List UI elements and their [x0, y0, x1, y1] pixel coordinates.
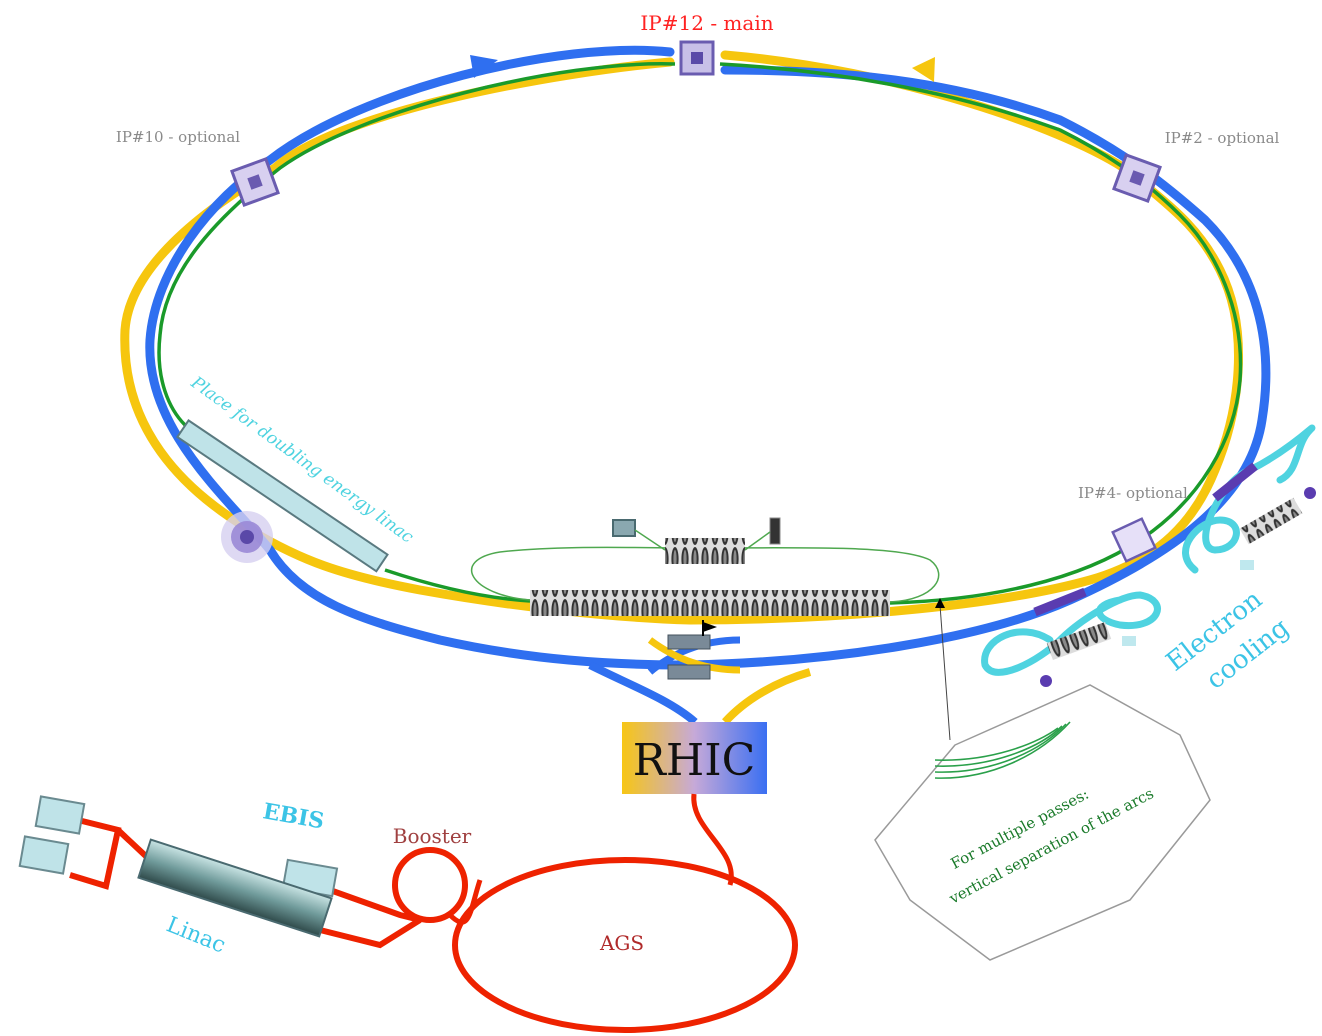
cooler-loop-lower: [981, 591, 1161, 676]
ip4-label: IP#4- optional: [1078, 484, 1188, 502]
ip10-box: [230, 157, 280, 207]
booster-to-ags-line: [448, 879, 483, 925]
booster-label: Booster: [393, 824, 472, 848]
ags-label: AGS: [599, 931, 644, 955]
source-block-bottom: [18, 835, 70, 875]
erl-loop: [470, 517, 951, 741]
arc-separation-icon: [934, 721, 1071, 779]
ip2-label: IP#2 - optional: [1165, 129, 1280, 147]
ip12-label: IP#12 - main: [640, 11, 773, 35]
linac-to-booster-line: [319, 917, 422, 949]
ip10-label: IP#10 - optional: [116, 128, 240, 146]
injector-coils: [665, 538, 745, 564]
blue-injection-line: [588, 661, 698, 726]
main-linac-coils: [530, 590, 890, 616]
ring-crossing-yellow: [647, 637, 741, 674]
yellow-injection-line: [722, 668, 812, 725]
injector-gun-icon: [612, 519, 636, 537]
electron-cooling: [981, 424, 1316, 687]
cooler-section-upper: [1212, 462, 1258, 502]
source-block-top: [34, 795, 86, 835]
ebis-to-booster-line: [328, 887, 421, 923]
cooler-section-lower: [1033, 587, 1087, 617]
cooler-gun-upper: [1239, 497, 1303, 545]
yellow-arrow-icon: [912, 57, 935, 82]
injector-complex: [18, 793, 798, 1033]
booster-ring: [392, 847, 468, 923]
ip6-crossing-icon: [221, 511, 273, 563]
cooler-gun-lower: [1046, 621, 1112, 661]
cooler-dump-icon-2: [1240, 560, 1254, 570]
ags-ring: [452, 857, 798, 1033]
ip2-box: [1112, 153, 1162, 203]
linac-label: Linac: [163, 912, 229, 958]
cooler-loop-upper: [1182, 424, 1316, 574]
source-lines: [69, 815, 153, 890]
injector-dump-icon: [769, 517, 781, 545]
injection-kicker-bottom: [667, 664, 711, 680]
kicker-flag-icon: [703, 622, 717, 632]
ebis-label: EBIS: [261, 798, 326, 834]
rhic-box: RHIC: [622, 722, 767, 794]
blue-arrow-icon: [470, 55, 498, 78]
rhic-ring: [120, 45, 1271, 726]
cooler-dump-icon: [1122, 636, 1136, 646]
annotation-pointer-arrow-icon: [935, 598, 945, 608]
doubling-linac-tube: [175, 419, 389, 573]
rhic-label: RHIC: [633, 735, 756, 786]
ring-crossing-blue: [647, 636, 741, 675]
rhic-to-ags-line: [691, 793, 734, 886]
ip4-box: [1111, 517, 1157, 563]
annotation-pointer-line: [939, 604, 951, 741]
injection-kicker-top: [667, 634, 711, 650]
linac-tube: [137, 838, 333, 938]
ip12-box: [679, 40, 715, 76]
multi-pass-callout: For multiple passes: vertical separation…: [874, 684, 1211, 961]
cooler-source-icon-2: [1304, 487, 1316, 499]
cooler-source-icon: [1040, 675, 1052, 687]
callout-octagon: [874, 684, 1211, 961]
